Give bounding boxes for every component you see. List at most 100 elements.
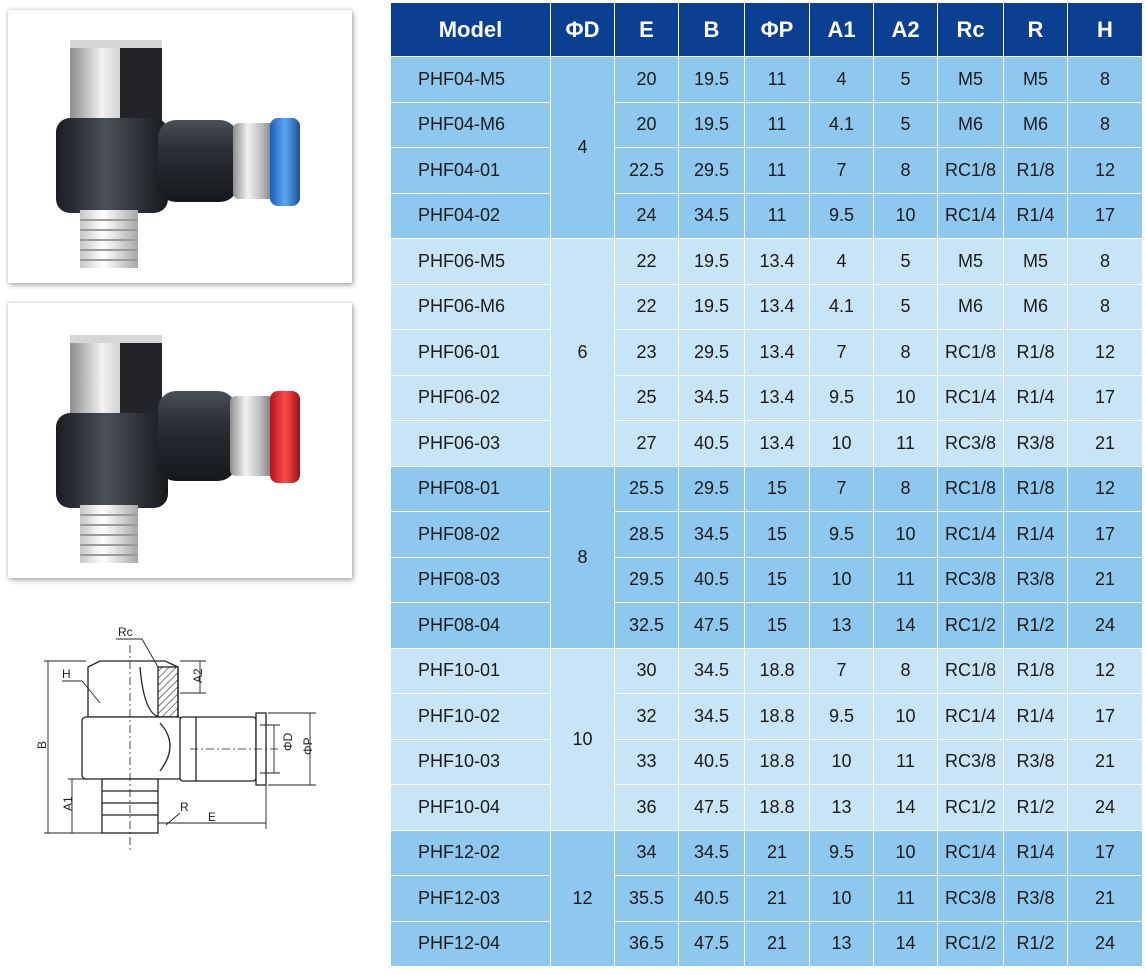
value-cell: RC3/8 [937,556,1004,603]
value-cell: 21 [744,875,810,922]
value-cell: 40.5 [678,875,745,922]
diameter-cell: 10 [550,647,615,831]
label-b: B [35,741,49,749]
value-cell: 15 [744,511,810,558]
value-cell: 22 [614,283,679,330]
value-cell: 10 [873,829,938,876]
value-cell: 36.5 [614,920,679,967]
value-cell: R3/8 [1003,556,1068,603]
value-cell: M6 [1003,283,1068,330]
value-cell: RC1/8 [937,465,1004,512]
value-cell: 10 [873,374,938,421]
value-cell: 7 [809,329,874,376]
value-cell: RC1/2 [937,920,1004,967]
value-cell: M6 [937,101,1004,148]
value-cell: 34.5 [678,192,745,239]
fitting-blue-illustration [56,40,300,268]
value-cell: 9.5 [809,374,874,421]
value-cell: 40.5 [678,556,745,603]
value-cell: 15 [744,556,810,603]
value-cell: 10 [873,693,938,740]
value-cell: 8 [873,329,938,376]
value-cell: RC1/8 [937,647,1004,694]
value-cell: 4.1 [809,283,874,330]
product-photo-blue [8,10,352,283]
value-cell: 30 [614,647,679,694]
value-cell: 24 [1067,784,1143,831]
model-cell: PHF12-02 [390,829,551,876]
column-header: H [1067,3,1143,57]
value-cell: 21 [744,829,810,876]
value-cell: 24 [614,192,679,239]
column-header: Rc [937,3,1004,57]
value-cell: 18.8 [744,647,810,694]
value-cell: 17 [1067,693,1143,740]
value-cell: 8 [1067,56,1143,103]
model-cell: PHF10-03 [390,738,551,785]
value-cell: 9.5 [809,192,874,239]
value-cell: 13.4 [744,420,810,467]
value-cell: 8 [873,465,938,512]
value-cell: 13.4 [744,329,810,376]
value-cell: RC1/4 [937,693,1004,740]
value-cell: 5 [873,283,938,330]
value-cell: 14 [873,784,938,831]
value-cell: 12 [1067,465,1143,512]
value-cell: 22 [614,238,679,285]
value-cell: 47.5 [678,920,745,967]
value-cell: 13 [809,784,874,831]
value-cell: 13.4 [744,238,810,285]
diameter-cell: 12 [550,829,615,967]
value-cell: R1/2 [1003,602,1068,649]
value-cell: 17 [1067,192,1143,239]
value-cell: 8 [1067,283,1143,330]
value-cell: R1/8 [1003,147,1068,194]
value-cell: R1/4 [1003,192,1068,239]
value-cell: 23 [614,329,679,376]
value-cell: 47.5 [678,784,745,831]
value-cell: 7 [809,465,874,512]
label-rc: Rc [118,625,133,639]
value-cell: 19.5 [678,101,745,148]
column-header: B [678,3,745,57]
value-cell: R1/8 [1003,647,1068,694]
value-cell: 13 [809,920,874,967]
model-cell: PHF10-01 [390,647,551,694]
model-cell: PHF08-01 [390,465,551,512]
value-cell: 11 [744,56,810,103]
value-cell: M6 [1003,101,1068,148]
value-cell: RC1/4 [937,192,1004,239]
value-cell: 4 [809,56,874,103]
value-cell: 21 [1067,420,1143,467]
model-cell: PHF06-02 [390,374,551,421]
model-cell: PHF10-04 [390,784,551,831]
model-cell: PHF08-02 [390,511,551,558]
value-cell: 11 [873,556,938,603]
value-cell: R3/8 [1003,875,1068,922]
dimension-diagram: Rc H A2 B ΦD ΦP A1 R E [35,625,316,850]
label-e: E [208,810,216,824]
value-cell: M5 [937,56,1004,103]
value-cell: 18.8 [744,784,810,831]
value-cell: M5 [937,238,1004,285]
value-cell: 13 [809,602,874,649]
value-cell: RC1/2 [937,602,1004,649]
value-cell: 15 [744,465,810,512]
value-cell: 14 [873,920,938,967]
value-cell: 25 [614,374,679,421]
value-cell: R1/2 [1003,920,1068,967]
value-cell: 11 [873,420,938,467]
value-cell: 17 [1067,511,1143,558]
value-cell: 21 [1067,556,1143,603]
value-cell: 32.5 [614,602,679,649]
value-cell: 9.5 [809,693,874,740]
label-d: ΦD [281,732,295,751]
